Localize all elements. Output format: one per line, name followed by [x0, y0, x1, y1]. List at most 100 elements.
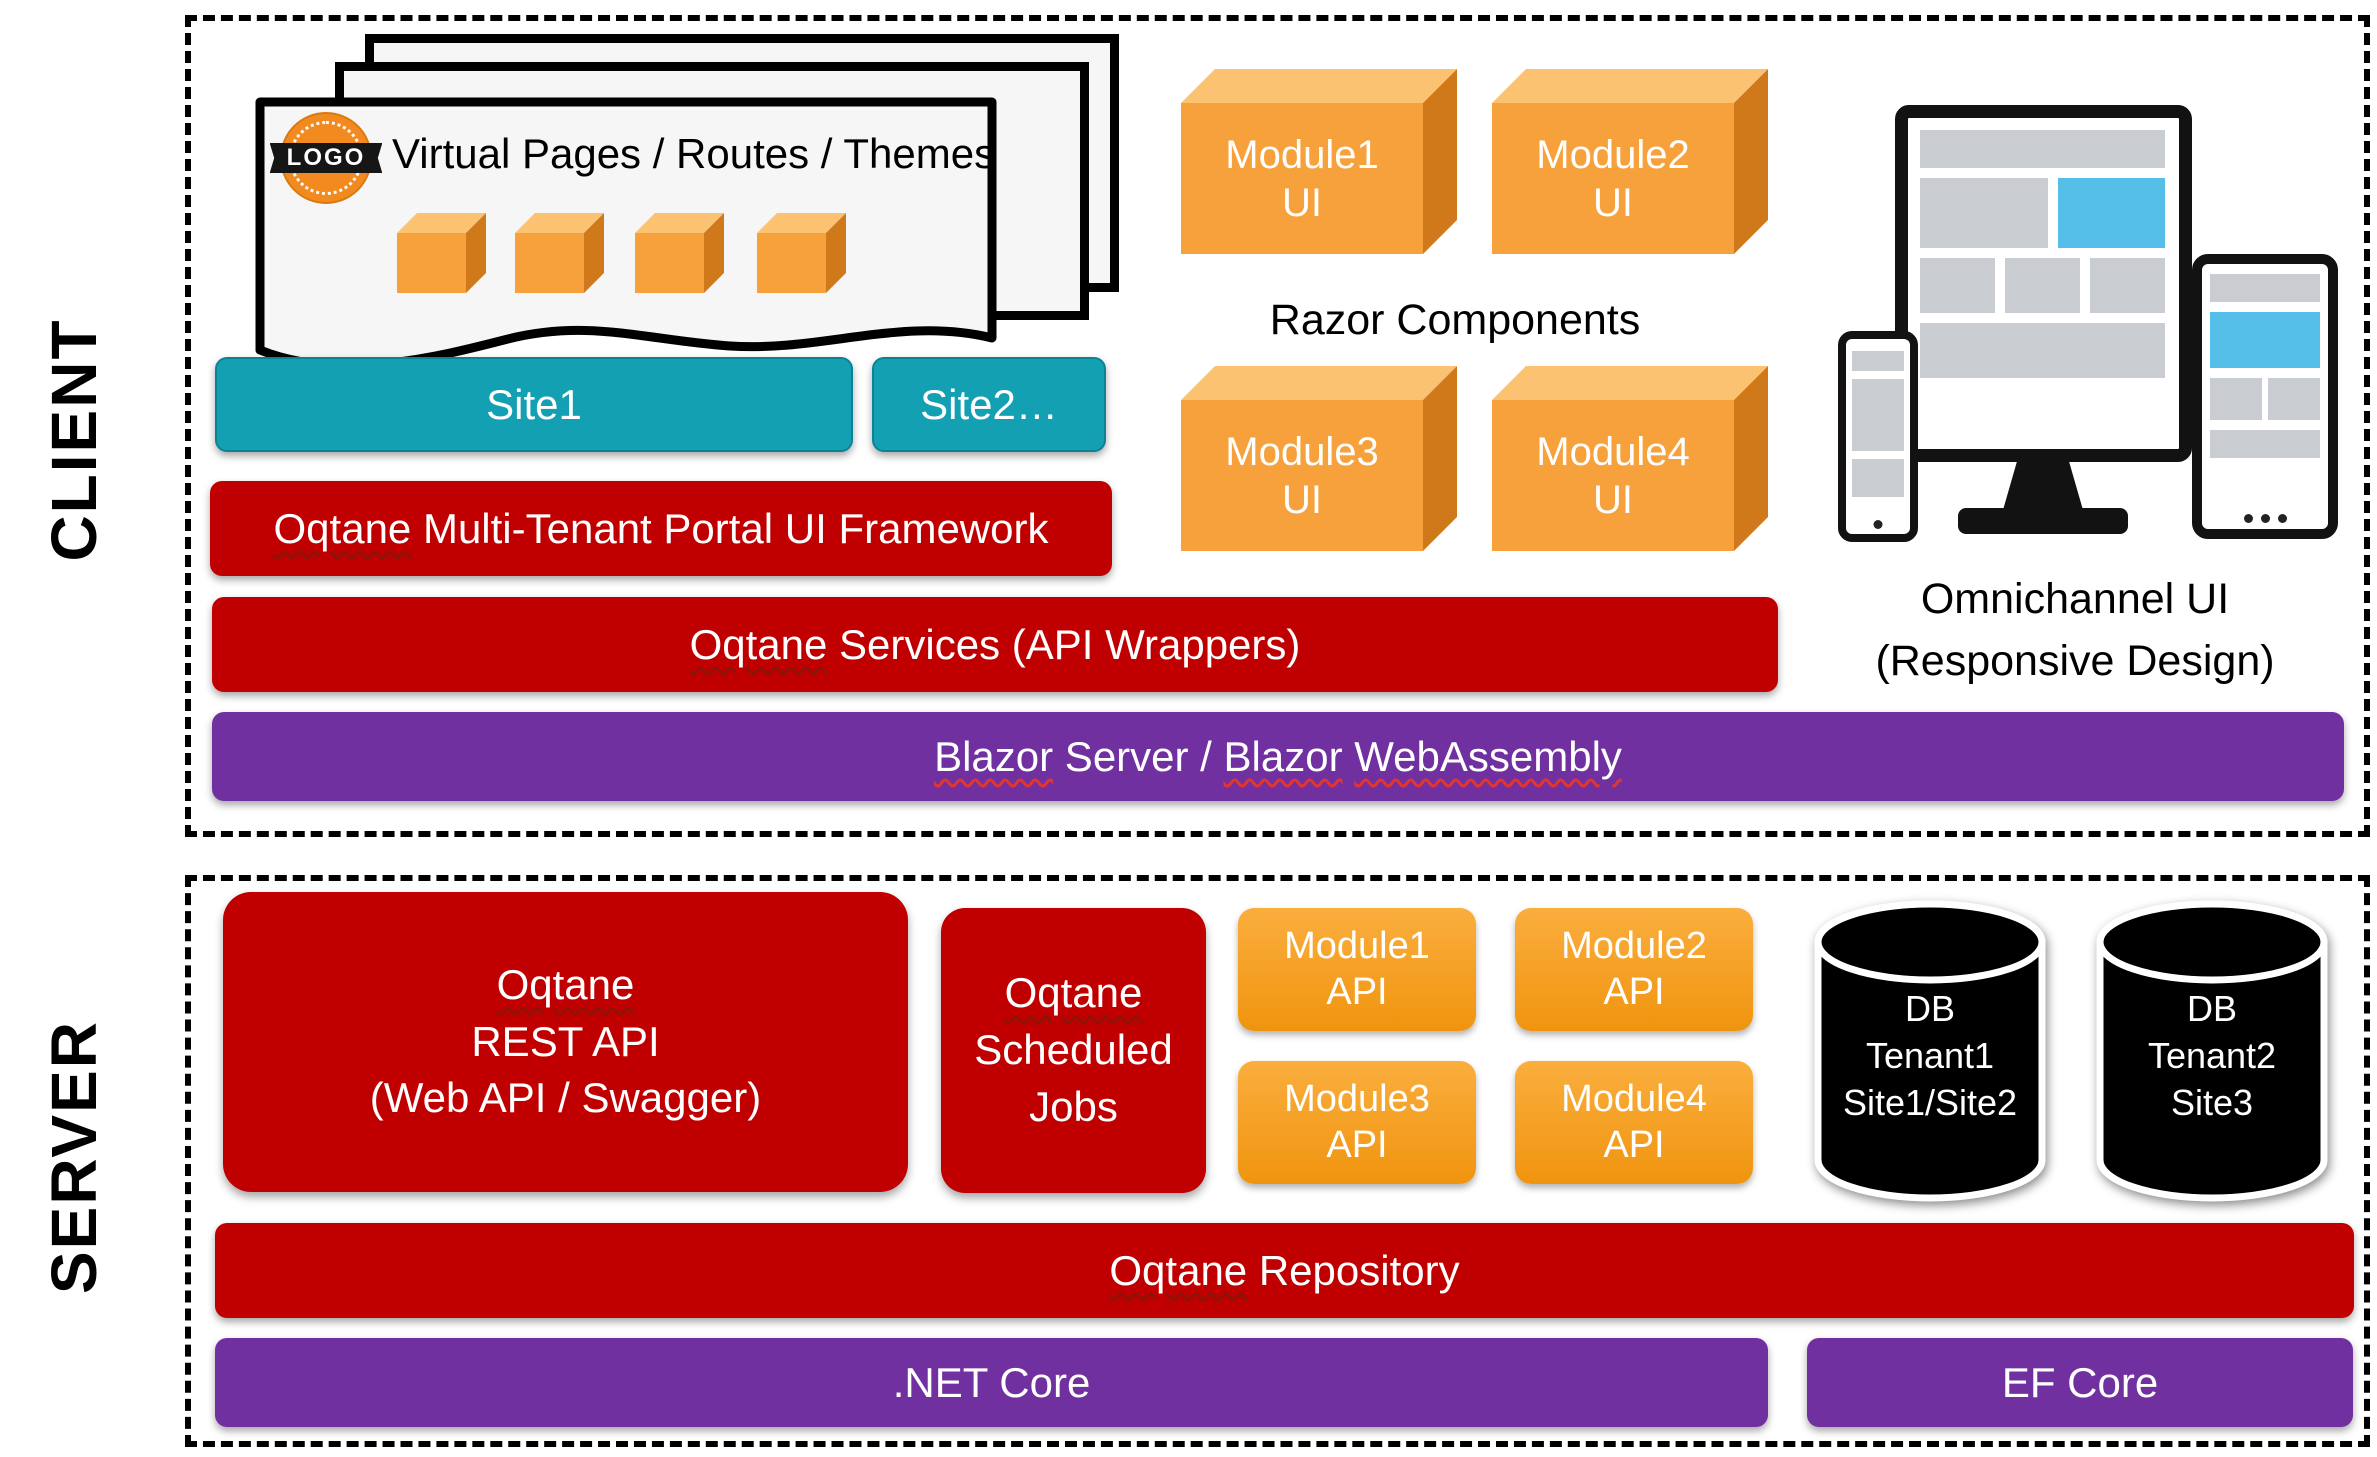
- api-box-label: Module3: [1284, 1077, 1430, 1120]
- api-box-label: Module2: [1561, 924, 1707, 967]
- api-box-label: Module1: [1284, 924, 1430, 967]
- screen-block: [1852, 379, 1904, 451]
- cube-side-face: [466, 213, 486, 293]
- cube-side-face: [1423, 69, 1457, 254]
- module-cube-label: Module1: [1225, 132, 1379, 177]
- devices-illustration: [1830, 95, 2370, 565]
- services-bar: Oqtane Services (API Wrappers): [212, 597, 1778, 692]
- module2-api-box: Module2 API: [1515, 908, 1753, 1031]
- api-box-sublabel: API: [1326, 970, 1388, 1013]
- cube-front-face: [757, 233, 826, 293]
- module-cube-label: Module4: [1536, 429, 1690, 474]
- screen-block: [1920, 258, 1995, 313]
- razor-components-label: Razor Components: [1269, 296, 1641, 344]
- db-line3: Site3: [2170, 1081, 2254, 1123]
- api-box-sublabel: API: [1603, 970, 1665, 1013]
- cube-top-face: [515, 213, 604, 233]
- screen-accent-block: [2210, 312, 2320, 368]
- portal-framework-bar: Oqtane Multi-Tenant Portal UI Framework: [210, 481, 1112, 576]
- omnichannel-line1: Omnichannel UI: [1920, 575, 2230, 623]
- page-cube-3: [635, 213, 724, 293]
- module-cube-sublabel: UI: [1282, 477, 1322, 522]
- module4-ui-cube: Module4 UI: [1492, 366, 1768, 551]
- site1-box: Site1: [215, 357, 853, 452]
- screen-block: [1920, 178, 2048, 248]
- module4-api-box: Module4 API: [1515, 1061, 1753, 1184]
- cube-front-face: Module3 UI: [1181, 400, 1423, 551]
- db-line2: Tenant1: [1865, 1034, 1995, 1076]
- net-core-bar: .NET Core: [215, 1338, 1768, 1427]
- module3-ui-cube: Module3 UI: [1181, 366, 1457, 551]
- api-box-sublabel: API: [1603, 1123, 1665, 1166]
- api-box-label: Module4: [1561, 1077, 1707, 1120]
- omnichannel-line2: (Responsive Design): [1875, 637, 2275, 686]
- cube-front-face: [635, 233, 704, 293]
- screen-block: [2268, 378, 2320, 420]
- rest-api-line3: (Web API / Swagger): [369, 1074, 762, 1122]
- cube-side-face: [584, 213, 604, 293]
- module-cube-sublabel: UI: [1593, 180, 1633, 225]
- screen-block: [2210, 378, 2262, 420]
- cube-top-face: [1181, 69, 1457, 103]
- db-line2: Tenant2: [2147, 1034, 2277, 1076]
- tablet-icon: [2192, 254, 2338, 539]
- cube-top-face: [397, 213, 486, 233]
- db-tenant2-cylinder: DB Tenant2 Site3: [2092, 898, 2332, 1208]
- db-label: DB Tenant2 Site3: [2092, 986, 2332, 1126]
- rest-api-box: Oqtane REST API (Web API / Swagger): [223, 892, 908, 1192]
- scheduled-jobs-line3: Jobs: [1029, 1082, 1118, 1130]
- cube-top-face: [1181, 366, 1457, 400]
- rest-api-line1: Oqtane: [496, 960, 635, 1008]
- omnichannel-label: Omnichannel UI (Responsive Design): [1790, 568, 2360, 693]
- module-cube-sublabel: UI: [1282, 180, 1322, 225]
- screen-block: [2210, 430, 2320, 458]
- cube-side-face: [1423, 366, 1457, 551]
- logo-ribbon: LOGO: [269, 143, 383, 173]
- cube-top-face: [635, 213, 724, 233]
- module2-ui-cube: Module2 UI: [1492, 69, 1768, 254]
- screen-block: [2005, 258, 2080, 313]
- module-cube-label: Module2: [1536, 132, 1690, 177]
- client-section-box: [185, 15, 2370, 837]
- scheduled-jobs-line2: Scheduled: [974, 1026, 1173, 1074]
- page-cube-1: [397, 213, 486, 293]
- screen-block: [1852, 459, 1904, 497]
- blazor-bar: Blazor Server / Blazor WebAssembly: [212, 712, 2344, 801]
- client-section-label: CLIENT: [38, 318, 110, 562]
- monitor-icon: [1895, 105, 2192, 462]
- db-cylinder-icon: [1814, 900, 2046, 1202]
- page-cube-2: [515, 213, 604, 293]
- module1-api-box: Module1 API: [1238, 908, 1476, 1031]
- module1-ui-cube: Module1 UI: [1181, 69, 1457, 254]
- screen-block: [2090, 258, 2165, 313]
- tablet-buttons-icon: [2202, 514, 2328, 523]
- db-line1: DB: [2186, 988, 2237, 1029]
- page-cube-4: [757, 213, 846, 293]
- screen-accent-block: [2058, 178, 2165, 248]
- server-section-label: SERVER: [38, 1019, 110, 1294]
- monitor-stand-base: [1958, 508, 2128, 534]
- screen-block: [1920, 323, 2165, 378]
- db-line3: Site1/Site2: [1842, 1081, 2018, 1123]
- module3-api-box: Module3 API: [1238, 1061, 1476, 1184]
- cube-front-face: Module2 UI: [1492, 103, 1734, 254]
- site2-box: Site2…: [872, 357, 1106, 452]
- db-line1: DB: [1904, 988, 1955, 1029]
- rest-api-line2: REST API: [471, 1017, 660, 1065]
- monitor-stand-neck: [2003, 460, 2083, 510]
- repository-bar: Oqtane Repository: [215, 1223, 2354, 1318]
- db-label: DB Tenant1 Site1/Site2: [1810, 986, 2050, 1126]
- cube-front-face: [397, 233, 466, 293]
- home-button-icon: [1873, 520, 1883, 529]
- phone-icon: [1838, 331, 1918, 542]
- module-cube-sublabel: UI: [1593, 477, 1633, 522]
- cube-front-face: Module1 UI: [1181, 103, 1423, 254]
- scheduled-jobs-box: Oqtane Scheduled Jobs: [941, 908, 1206, 1193]
- ef-core-bar: EF Core: [1807, 1338, 2353, 1427]
- cube-front-face: Module4 UI: [1492, 400, 1734, 551]
- api-box-sublabel: API: [1326, 1123, 1388, 1166]
- screen-block: [1920, 130, 2165, 168]
- server-section-box: [185, 875, 2370, 1447]
- cube-side-face: [704, 213, 724, 293]
